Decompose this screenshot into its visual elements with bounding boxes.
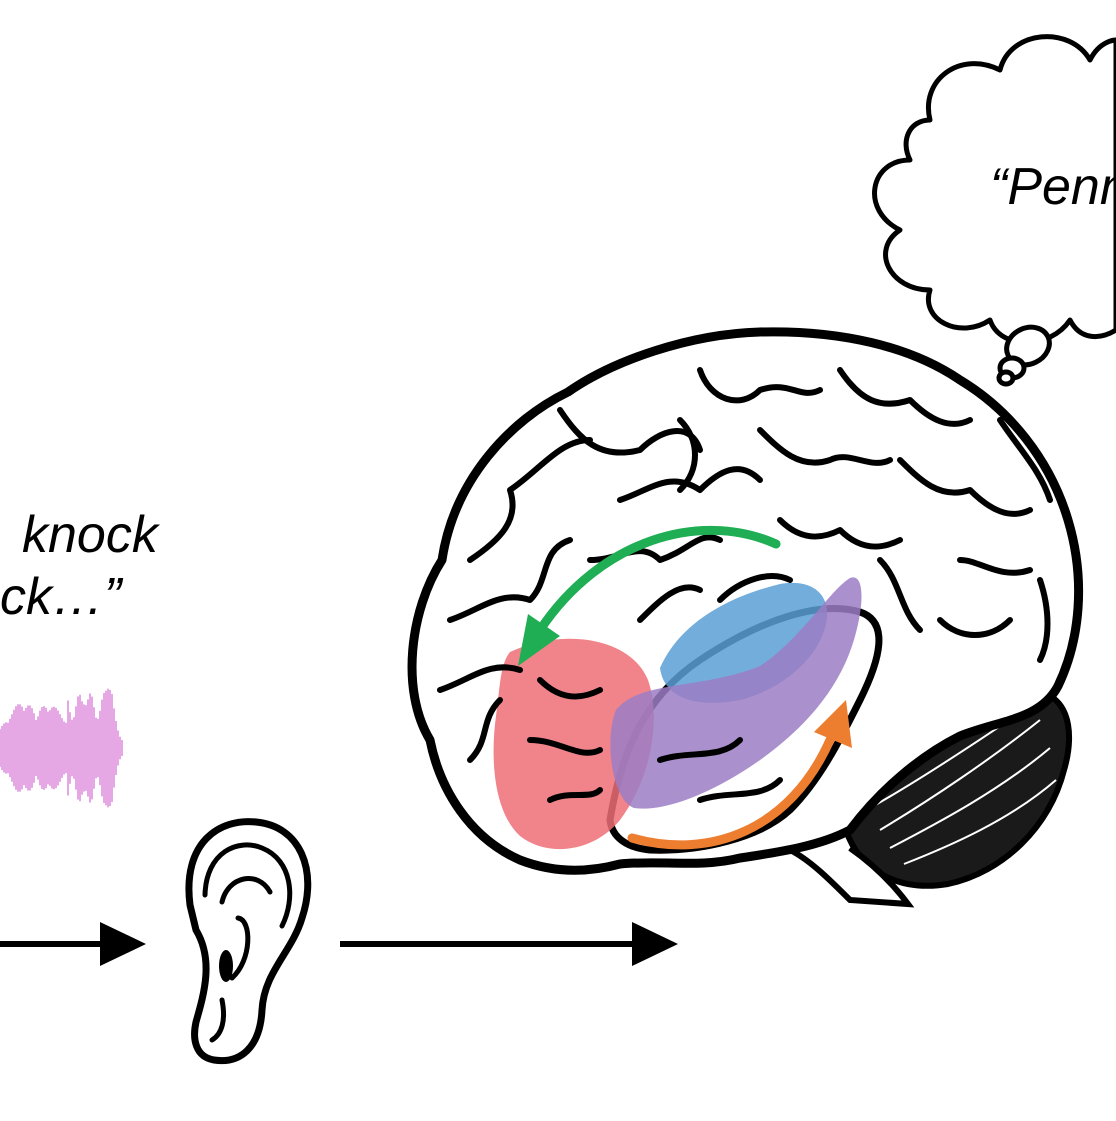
orange-feedforward-arrow: [627, 700, 852, 850]
green-feedback-arrow: [518, 525, 781, 666]
speech-text-line-1: knock: [22, 506, 158, 564]
ear-icon: [185, 818, 312, 1065]
speech-text-line-2: ck…”: [0, 568, 122, 626]
brain-folds: [437, 367, 1053, 803]
arrow-to-ear: [0, 922, 146, 966]
red-region-frontal: [493, 638, 654, 850]
brain-stem: [788, 845, 915, 908]
arrow-to-brain: [340, 922, 678, 966]
purple-region-temporal: [610, 577, 862, 809]
thought-bubble-icon: [872, 34, 1116, 387]
brain-icon: [407, 327, 1084, 908]
brain-regions: [493, 577, 862, 850]
thought-text: “Penn: [990, 158, 1116, 216]
sound-waveform-icon: [0, 688, 123, 808]
